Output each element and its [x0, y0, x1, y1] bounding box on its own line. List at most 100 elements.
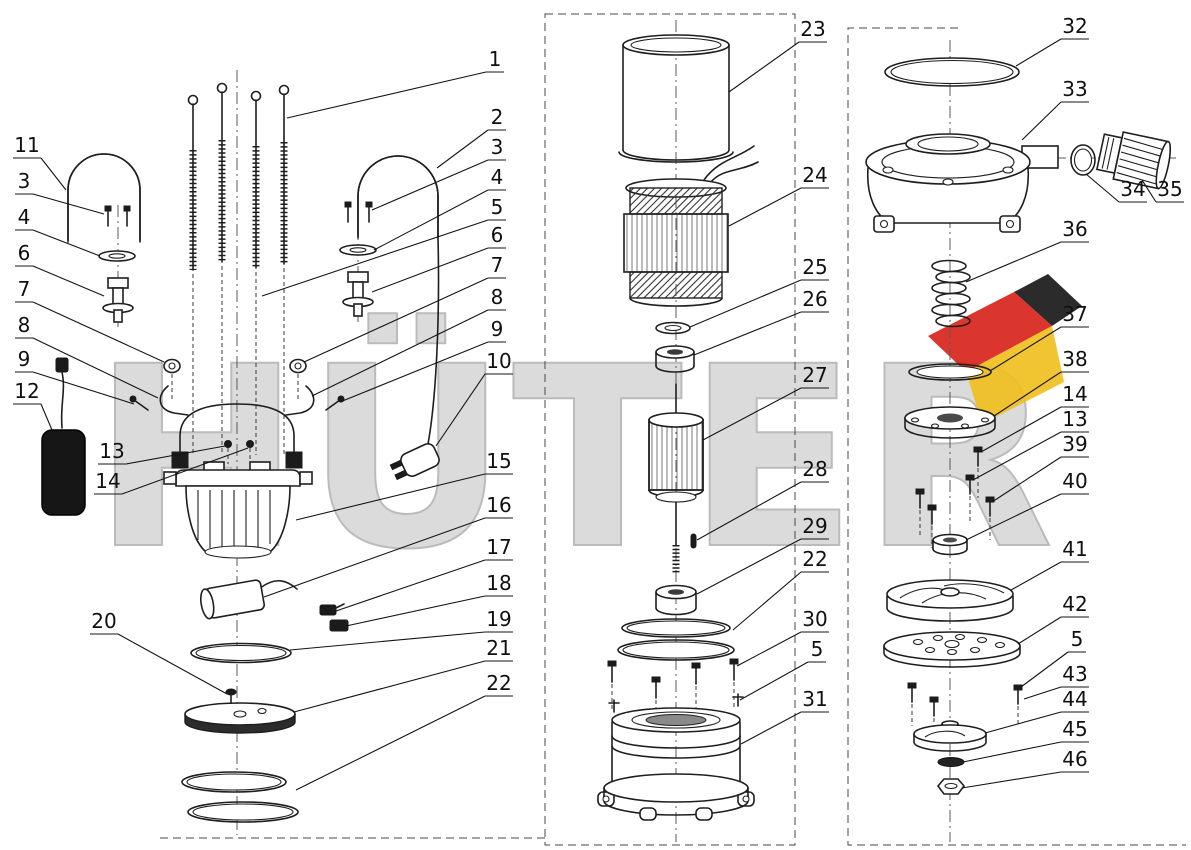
cable-glands: [102, 271, 374, 323]
callout-label-8: 8: [491, 285, 504, 309]
washers: [98, 244, 377, 262]
callout-leader-40: [965, 493, 1089, 541]
assembly-pump-head: [865, 57, 1172, 795]
callout-leader-10: [435, 373, 513, 447]
o-rings-22-middle: [617, 618, 735, 661]
callout-leader-24: [728, 187, 829, 227]
callout-leader-25: [689, 279, 829, 328]
callout-label-46: 46: [1062, 747, 1087, 771]
power-cable: [427, 237, 440, 445]
callout-leader-30: [736, 631, 829, 667]
callout-label-18: 18: [486, 571, 511, 595]
callout-label-3: 3: [18, 169, 31, 193]
float-switch: [41, 357, 86, 516]
power-plug: [389, 443, 440, 481]
callout-label-20: 20: [91, 609, 116, 633]
callout-leader-20: [90, 633, 228, 695]
callout-leader-5: [739, 661, 826, 701]
callout-label-1: 1: [489, 47, 502, 71]
callout-label-4: 4: [18, 205, 31, 229]
lower-bearing: [655, 584, 697, 616]
callout-leader-6: [15, 265, 105, 297]
callout-label-33: 33: [1062, 77, 1087, 101]
callout-label-2: 2: [491, 105, 504, 129]
callout-leader-1: [286, 71, 504, 119]
callout-leader-22: [295, 695, 513, 791]
plate-screws: [907, 682, 1023, 730]
callout-label-24: 24: [802, 163, 827, 187]
callout-label-32: 32: [1062, 14, 1087, 38]
callout-leader-9: [15, 371, 135, 405]
assembly-motor: [597, 34, 759, 821]
callout-leader-14: [980, 406, 1089, 453]
washer-45: [937, 757, 965, 767]
callout-leader-11: [13, 157, 67, 191]
callout-leader-45: [962, 741, 1089, 763]
callout-leader-28: [696, 481, 829, 541]
cable-clamp: [319, 603, 349, 632]
callout-layer: 1134678912131420123456789101516171819212…: [13, 14, 1184, 791]
callout-label-9: 9: [18, 347, 31, 371]
callout-leader-31: [740, 711, 829, 745]
callout-label-39: 39: [1062, 432, 1087, 456]
spring: [931, 259, 971, 328]
carry-handle: [171, 403, 303, 469]
callout-leader-13: [972, 431, 1089, 481]
callout-leader-5: [1020, 651, 1086, 688]
diffuser-plate: [883, 631, 1021, 668]
stator: [623, 145, 759, 307]
callout-label-15: 15: [486, 449, 511, 473]
callout-leader-16: [263, 517, 513, 598]
o-ring-34: [1070, 144, 1096, 176]
hook-bolts: [159, 385, 315, 416]
callout-leader-35: [1141, 179, 1184, 203]
long-screws: [187, 82, 290, 455]
callout-label-6: 6: [18, 241, 31, 265]
callout-label-13: 13: [1062, 407, 1087, 431]
callout-leader-29: [696, 538, 829, 595]
callout-leader-22: [732, 571, 829, 631]
seal-carrier: [904, 406, 996, 439]
callout-leader-17: [335, 559, 513, 612]
housing-screws: [607, 658, 744, 714]
callout-leader-4: [373, 189, 506, 251]
callout-label-23: 23: [800, 17, 825, 41]
callout-label-40: 40: [1062, 469, 1087, 493]
callout-label-4: 4: [491, 165, 504, 189]
callout-label-6: 6: [491, 223, 504, 247]
callout-label-5: 5: [491, 195, 504, 219]
callout-label-38: 38: [1062, 347, 1087, 371]
callout-leader-4: [15, 229, 101, 257]
rotor: [648, 383, 704, 574]
callout-label-27: 27: [802, 363, 827, 387]
callout-label-28: 28: [802, 457, 827, 481]
callout-label-11: 11: [14, 133, 39, 157]
callout-leader-34: [1085, 173, 1147, 203]
callout-leader-44: [984, 711, 1089, 734]
callout-label-44: 44: [1062, 687, 1087, 711]
capacitor: [199, 579, 298, 620]
callout-label-5: 5: [1071, 627, 1084, 651]
callout-label-16: 16: [486, 493, 511, 517]
callout-leader-3: [15, 193, 105, 215]
callout-label-14: 14: [95, 469, 120, 493]
nut-46: [936, 778, 966, 795]
callout-label-21: 21: [486, 636, 511, 660]
callout-label-10: 10: [486, 349, 511, 373]
flat-washer-37: [908, 363, 992, 381]
callout-leader-8: [15, 337, 159, 399]
callout-label-3: 3: [491, 135, 504, 159]
callout-leader-15: [295, 473, 513, 521]
callout-leader-7: [15, 301, 165, 363]
callout-label-41: 41: [1062, 537, 1087, 561]
callout-label-45: 45: [1062, 717, 1087, 741]
assembly-pump-top: [41, 82, 440, 823]
callout-label-42: 42: [1062, 592, 1087, 616]
lower-impeller: [913, 720, 987, 752]
callout-label-37: 37: [1062, 302, 1087, 326]
nuts: [163, 358, 307, 400]
callout-label-22: 22: [486, 671, 511, 695]
callout-label-30: 30: [802, 607, 827, 631]
callout-leader-23: [728, 41, 827, 93]
